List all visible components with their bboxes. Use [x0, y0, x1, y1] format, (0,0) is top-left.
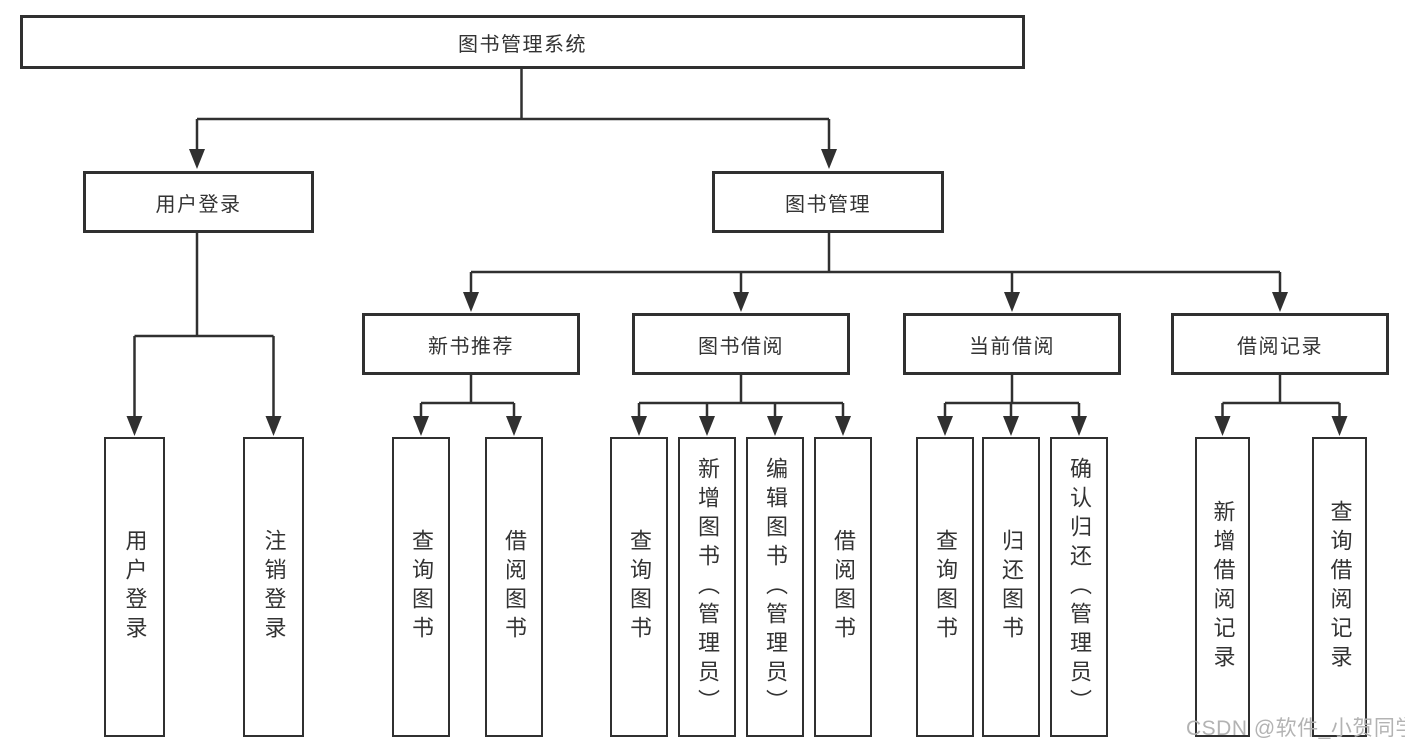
node-book-borrow: 图书借阅: [632, 313, 850, 375]
connector-new-book-branch: [419, 375, 516, 417]
node-new-book-recommend: 新书推荐: [362, 313, 580, 375]
arrowhead: [1272, 292, 1288, 312]
node-leaf-current-confirm-admin: 确认归还（管理员）: [1050, 437, 1108, 737]
arrowhead: [1071, 416, 1087, 436]
arrowhead: [413, 416, 429, 436]
connector-user-login-branch: [133, 233, 275, 417]
csdn-watermark: CSDN @软件_小贺同学: [1186, 717, 1405, 740]
node-user-login: 用户登录: [83, 171, 314, 233]
arrowhead: [463, 292, 479, 312]
node-leaf-newbook-query: 查询图书: [392, 437, 450, 737]
node-leaf-borrow-book: 借阅图书: [814, 437, 872, 737]
node-leaf-logout: 注销登录: [243, 437, 304, 737]
arrowhead: [1003, 416, 1019, 436]
node-leaf-borrow-edit-admin: 编辑图书（管理员）: [746, 437, 804, 737]
connector-book-borrow-branch: [637, 375, 845, 417]
connector-book-management-branch: [469, 233, 1282, 292]
arrowhead: [1004, 292, 1020, 312]
node-book-management: 图书管理: [712, 171, 944, 233]
node-leaf-current-query: 查询图书: [916, 437, 974, 737]
arrowhead: [699, 416, 715, 436]
node-root: 图书管理系统: [20, 15, 1025, 69]
node-leaf-user-login: 用户登录: [104, 437, 165, 737]
arrowhead: [189, 149, 205, 169]
arrowhead: [1331, 416, 1348, 436]
node-leaf-record-add: 新增借阅记录: [1195, 437, 1250, 737]
arrowhead: [821, 149, 837, 169]
arrowhead: [835, 416, 851, 436]
arrowhead: [506, 416, 522, 436]
node-leaf-current-return: 归还图书: [982, 437, 1040, 737]
arrowhead: [733, 292, 749, 312]
arrowhead: [631, 416, 647, 436]
node-current-borrow: 当前借阅: [903, 313, 1121, 375]
arrowhead: [767, 416, 783, 436]
node-leaf-borrow-add-admin: 新增图书（管理员）: [678, 437, 736, 737]
arrowhead: [937, 416, 953, 436]
arrowhead: [1214, 416, 1231, 436]
connector-current-borrow-branch: [943, 375, 1081, 417]
node-borrow-records: 借阅记录: [1171, 313, 1389, 375]
arrowhead: [126, 416, 143, 436]
node-leaf-newbook-borrow: 借阅图书: [485, 437, 543, 737]
node-leaf-record-query: 查询借阅记录: [1312, 437, 1367, 737]
connector-borrow-records-branch: [1221, 375, 1341, 417]
node-leaf-borrow-query: 查询图书: [610, 437, 668, 737]
arrowhead: [265, 416, 282, 436]
connector-root-branch: [195, 69, 831, 151]
